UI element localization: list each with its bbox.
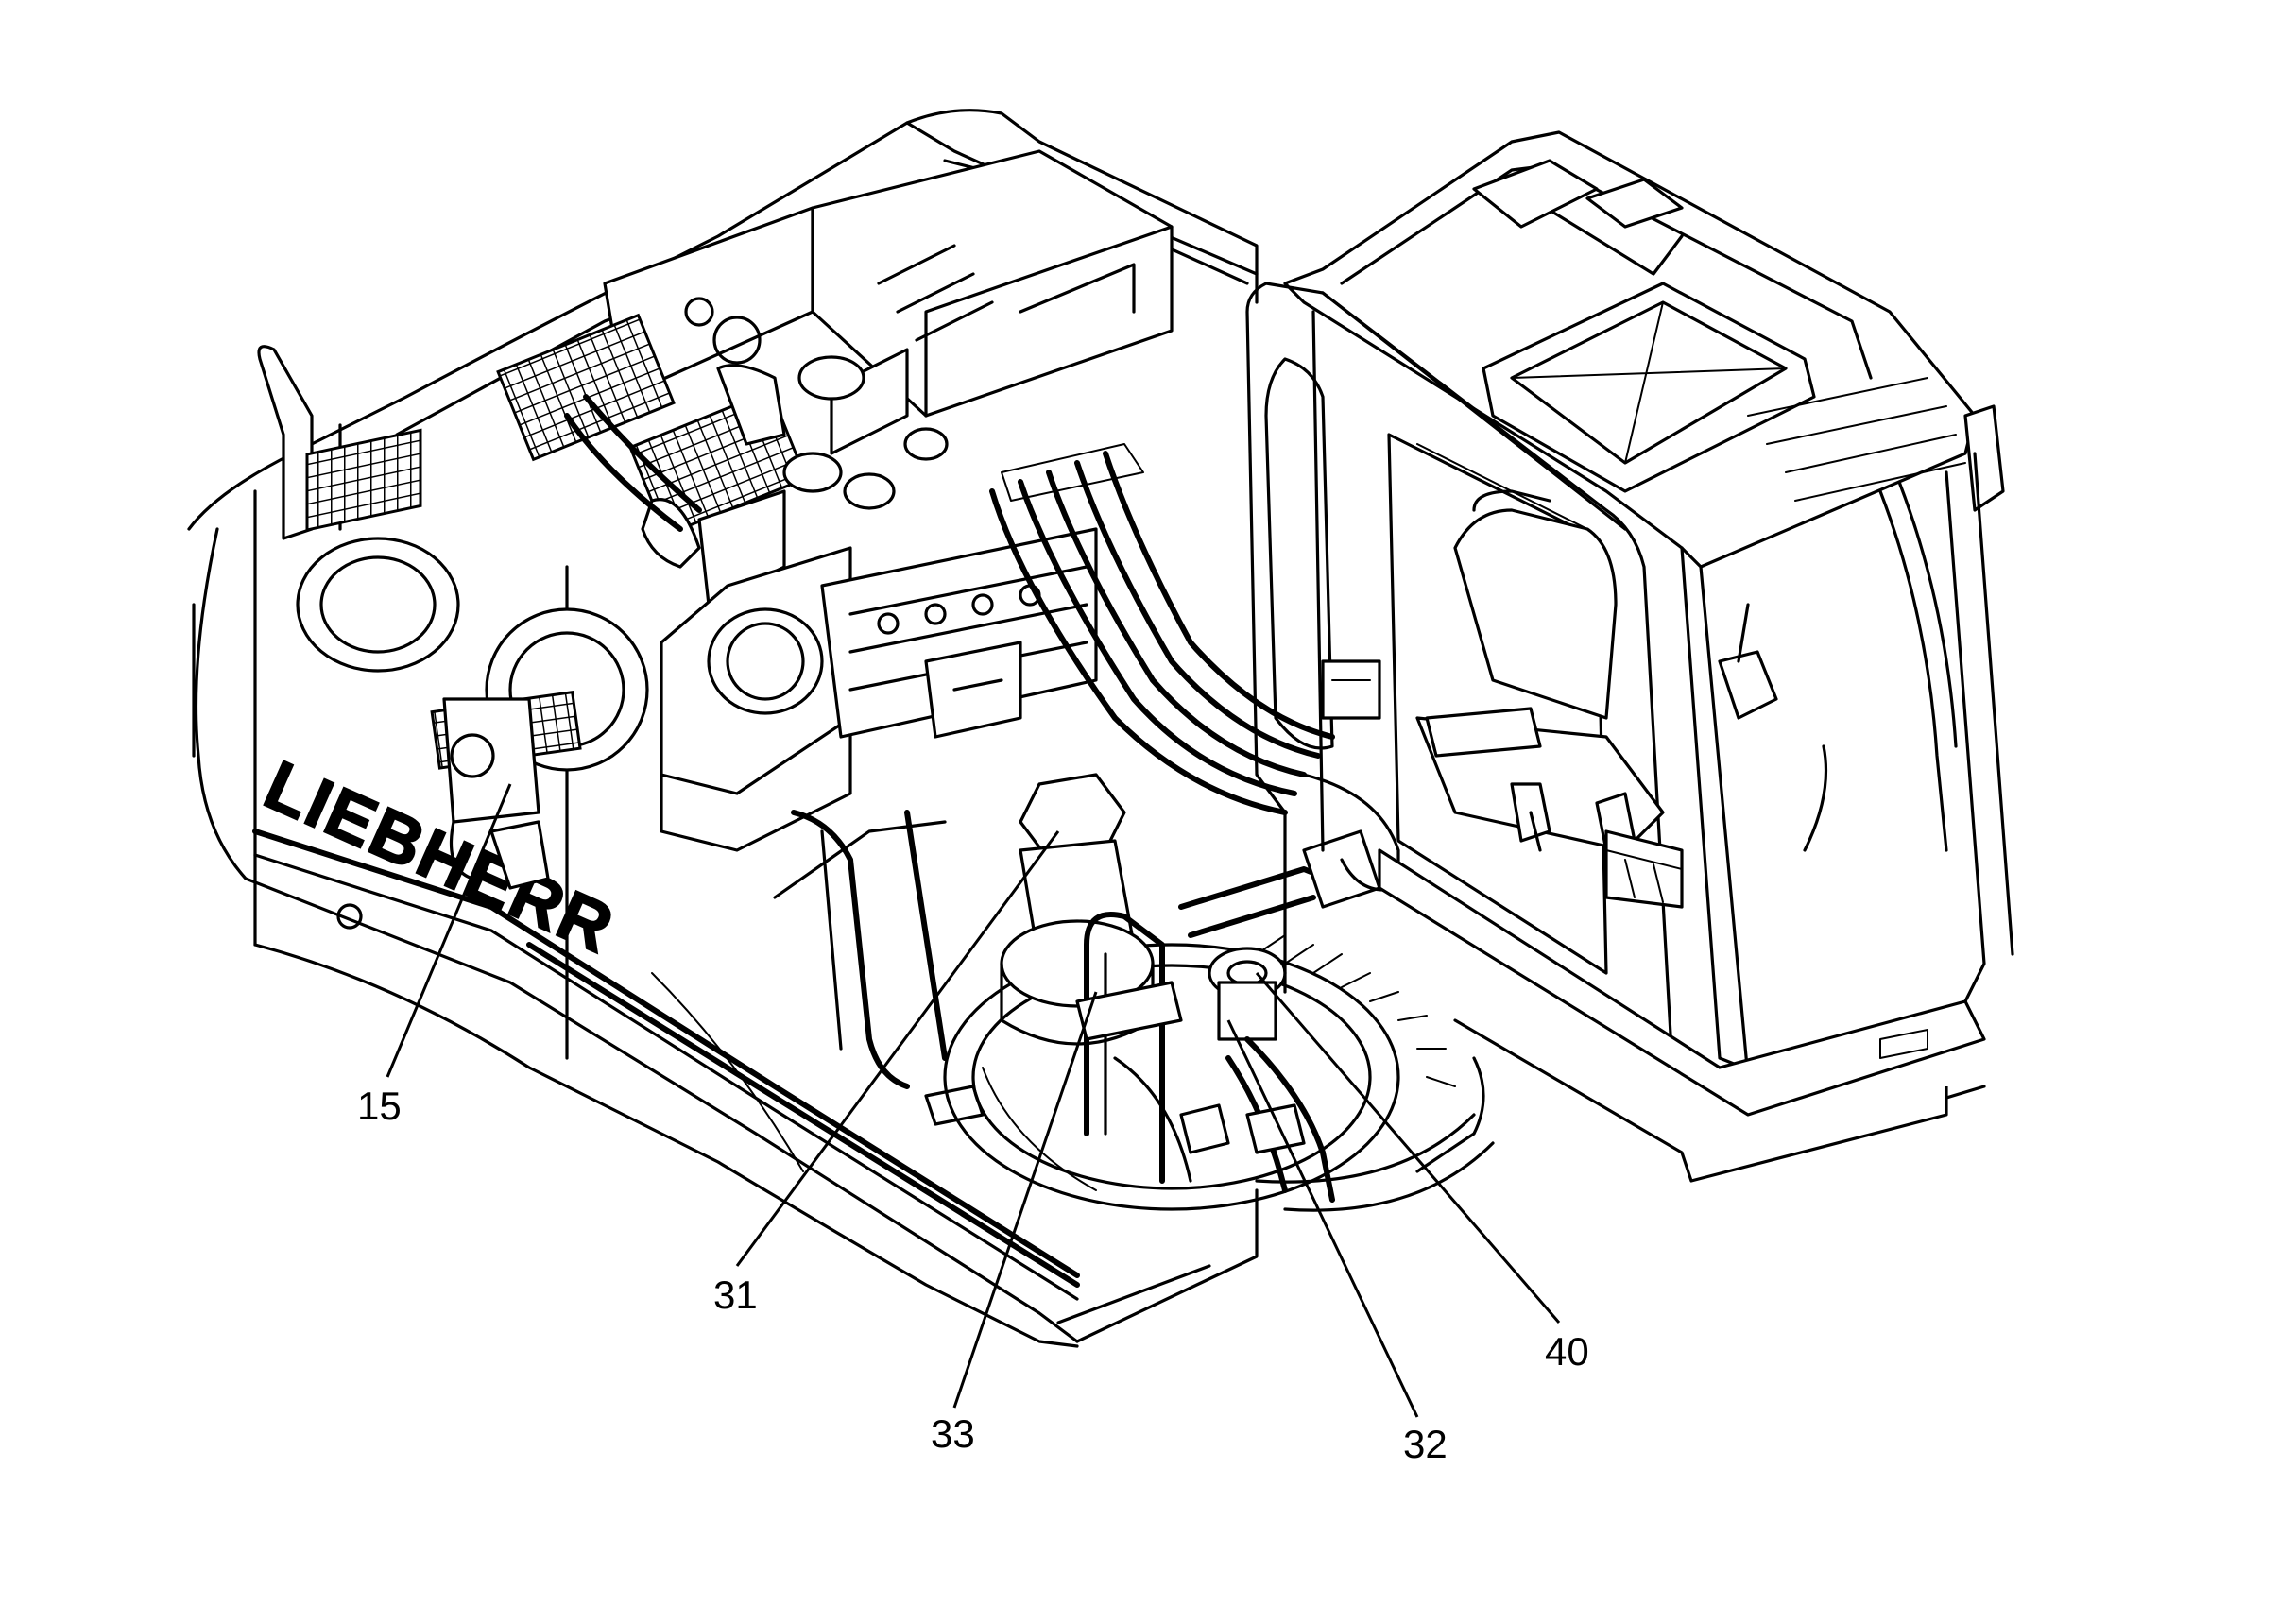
swing-drive [943, 773, 1495, 1212]
leader-31 [735, 830, 1060, 1267]
callout-15: 15 [357, 1084, 402, 1128]
leader-40 [1255, 972, 1561, 1324]
front-pipes [773, 810, 985, 1126]
leader-33 [952, 991, 1098, 1409]
leader-32 [1226, 1019, 1419, 1418]
hose-bundle [989, 443, 1335, 815]
callout-33: 33 [931, 1411, 975, 1456]
operator-cab [1245, 130, 2014, 1183]
callout-32: 32 [1403, 1422, 1448, 1466]
callout-31: 31 [713, 1273, 758, 1317]
leader-lines [386, 783, 1561, 1418]
leader-15 [386, 783, 512, 1078]
brand-lettering: LIEBHERR [253, 745, 625, 968]
engine [496, 149, 1174, 607]
callout-40: 40 [1545, 1329, 1589, 1374]
callout-labels: 15 31 33 32 40 [357, 1084, 1589, 1466]
hydraulic-tank [442, 546, 852, 890]
